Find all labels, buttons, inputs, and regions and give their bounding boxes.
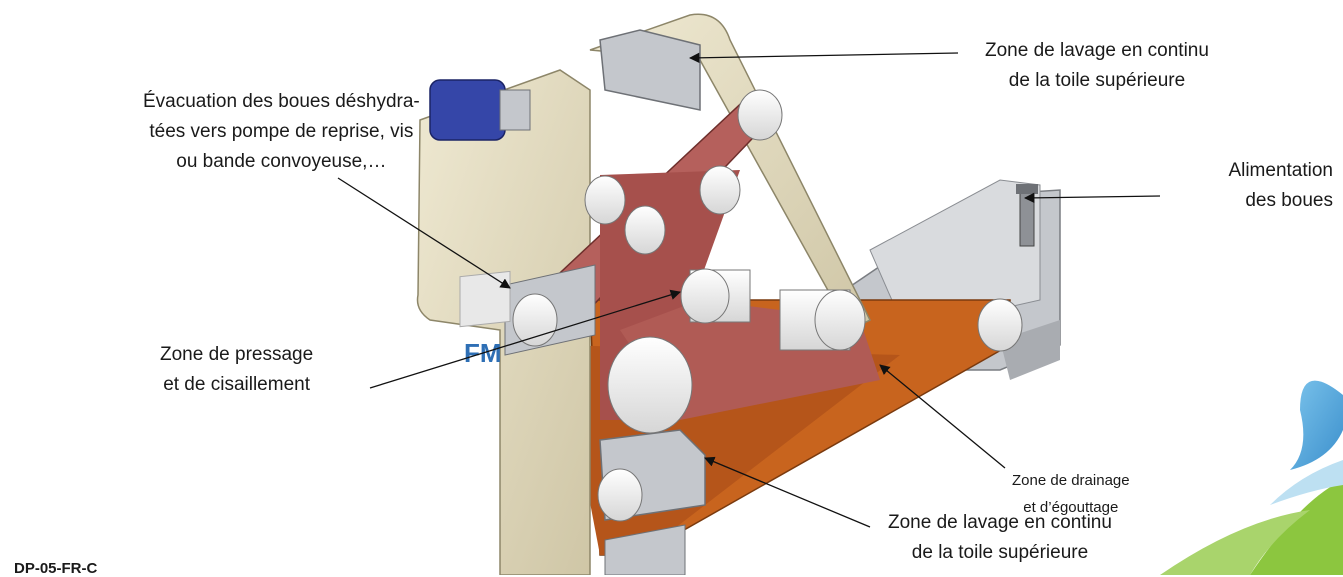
label-drainage: Zone de drainage et d’égouttage — [1012, 467, 1130, 521]
label-lavage-top-line1: Zone de lavage en continu — [985, 40, 1209, 61]
support-leg — [604, 524, 686, 575]
label-evacuation-line2: tées vers pompe de reprise, vis — [149, 121, 414, 142]
label-evacuation-line3: ou bande convoyeuse,… — [176, 151, 387, 172]
top-wash-unit — [599, 29, 701, 111]
roller — [607, 336, 693, 434]
label-evacuation-line1: Évacuation des boues déshydra- — [143, 91, 420, 112]
callout-line-drainage — [879, 364, 1006, 469]
callout-line-lavage-top — [688, 52, 959, 64]
label-drainage-line1: Zone de drainage — [1012, 472, 1130, 489]
label-alimentation-line1: Alimentation — [1228, 160, 1333, 181]
callout-line-evacuation — [337, 177, 511, 289]
callout-line-alimentation — [1023, 192, 1161, 204]
roller — [680, 268, 730, 324]
roller — [977, 298, 1023, 352]
roller — [737, 89, 783, 141]
label-pressage: Zone de pressage et de cisaillement — [160, 340, 313, 400]
frame-logo: FM — [459, 270, 511, 368]
label-alimentation: Alimentation des boues — [1228, 156, 1333, 216]
roller — [699, 165, 741, 215]
label-lavage-top: Zone de lavage en continu de la toile su… — [985, 36, 1209, 96]
callout-line-lavage-bottom — [704, 456, 871, 528]
roller — [624, 205, 666, 255]
roller — [597, 468, 643, 522]
document-code: DP-05-FR-C — [14, 560, 98, 577]
label-evacuation: Évacuation des boues déshydra- tées vers… — [143, 87, 420, 177]
label-lavage-bottom-line1: Zone de lavage en continu — [888, 512, 1112, 533]
roller — [814, 289, 866, 351]
label-lavage-bottom-line2: de la toile supérieure — [911, 542, 1089, 563]
rollers — [512, 89, 1023, 522]
callout-line-pressage — [369, 289, 681, 389]
roller — [512, 293, 558, 347]
label-pressage-line2: et de cisaillement — [163, 374, 310, 395]
motor — [429, 79, 531, 141]
label-lavage-top-line2: de la toile supérieure — [1008, 70, 1186, 91]
brand-swoosh-logo — [1160, 380, 1343, 575]
label-alimentation-line2: des boues — [1245, 190, 1333, 211]
label-lavage-bottom: Zone de lavage en continu de la toile su… — [888, 508, 1112, 568]
label-pressage-line1: Zone de pressage — [160, 344, 314, 365]
label-drainage-line2: et d’égouttage — [1023, 499, 1119, 516]
roller — [584, 175, 626, 225]
callout-lines — [337, 52, 1161, 528]
